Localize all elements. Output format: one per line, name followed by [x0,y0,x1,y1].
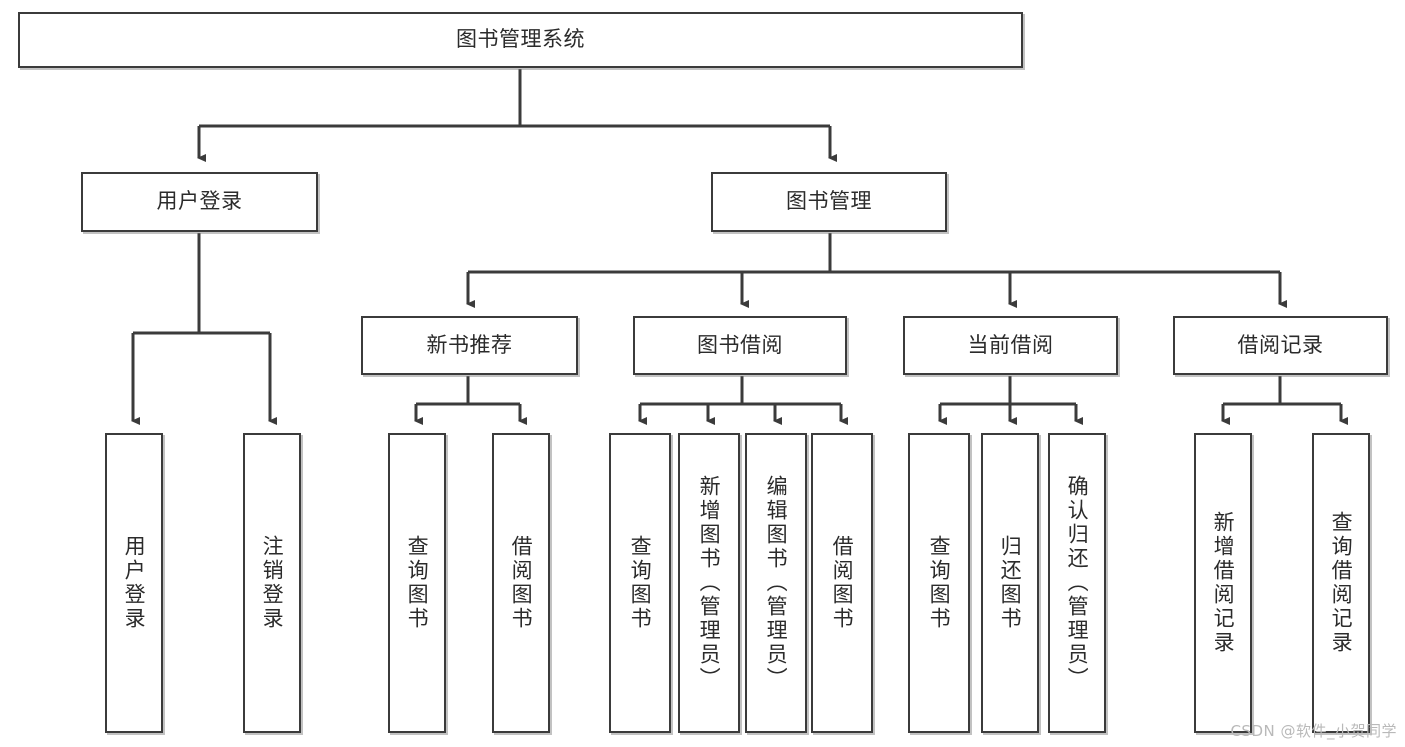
leaf-current-confirm-return-admin[interactable]: 确认归还（管理员） [1048,433,1106,733]
node-user-login[interactable]: 用户登录 [81,172,318,232]
leaf-label: 查询借阅记录 [1329,511,1354,655]
leaf-label: 注销登录 [260,535,285,631]
leaf-borrow-edit-book-admin[interactable]: 编辑图书（管理员） [745,433,807,733]
leaf-label: 编辑图书（管理员） [764,475,789,691]
node-book-borrow[interactable]: 图书借阅 [633,316,847,375]
leaf-label: 新增借阅记录 [1211,511,1236,655]
node-root-system[interactable]: 图书管理系统 [18,12,1023,68]
leaf-user-login-logout[interactable]: 注销登录 [243,433,301,733]
leaf-label: 借阅图书 [509,535,534,631]
leaf-label: 查询图书 [405,535,430,631]
leaf-label: 确认归还（管理员） [1065,475,1090,691]
node-current-borrow[interactable]: 当前借阅 [903,316,1118,375]
leaf-records-add-record[interactable]: 新增借阅记录 [1194,433,1252,733]
leaf-label: 借阅图书 [830,535,855,631]
leaf-current-return-book[interactable]: 归还图书 [981,433,1039,733]
leaf-user-login-login[interactable]: 用户登录 [105,433,163,733]
node-new-book-recommend[interactable]: 新书推荐 [361,316,578,375]
leaf-label: 用户登录 [122,535,147,631]
leaf-label: 查询图书 [927,535,952,631]
leaf-current-query-book[interactable]: 查询图书 [908,433,970,733]
leaf-new-books-query-book[interactable]: 查询图书 [388,433,446,733]
node-borrow-records[interactable]: 借阅记录 [1173,316,1388,375]
leaf-label: 查询图书 [628,535,653,631]
leaf-records-query-record[interactable]: 查询借阅记录 [1312,433,1370,733]
leaf-new-books-borrow-book[interactable]: 借阅图书 [492,433,550,733]
leaf-borrow-borrow-book[interactable]: 借阅图书 [811,433,873,733]
leaf-borrow-query-book[interactable]: 查询图书 [609,433,671,733]
leaf-label: 新增图书（管理员） [697,475,722,691]
node-book-management[interactable]: 图书管理 [711,172,947,232]
leaf-borrow-add-book-admin[interactable]: 新增图书（管理员） [678,433,740,733]
leaf-label: 归还图书 [998,535,1023,631]
